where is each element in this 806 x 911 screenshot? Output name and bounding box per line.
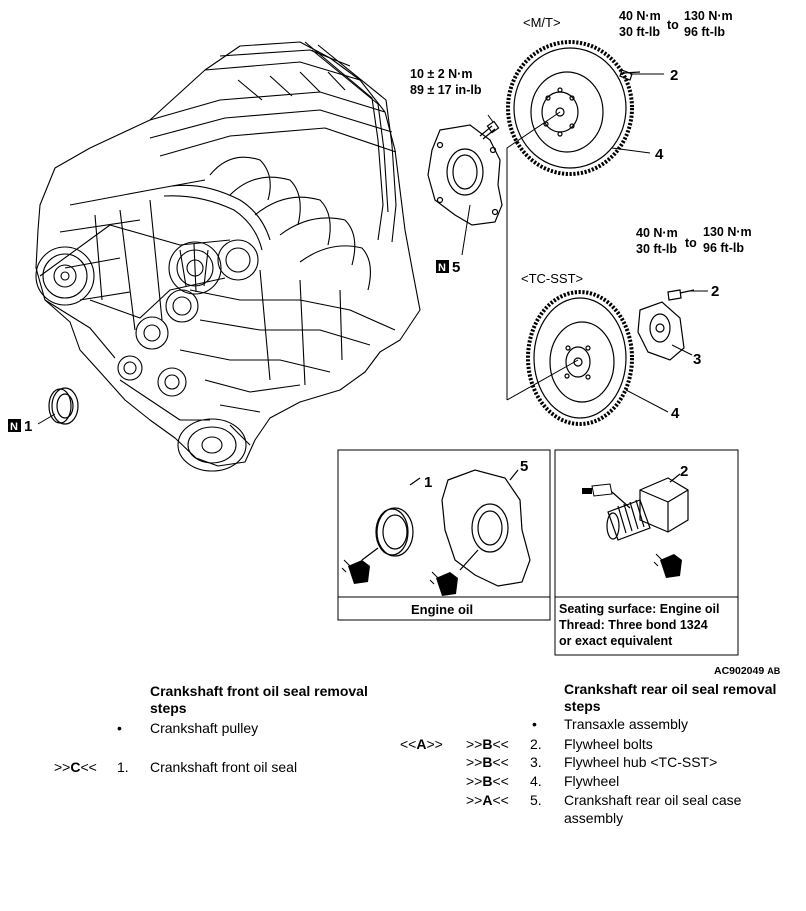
n-badge-1: N 1 xyxy=(8,418,32,435)
svg-text:130 N·m: 130 N·m xyxy=(684,9,733,23)
step-text: Crankshaft pulley xyxy=(150,720,259,736)
detail-box-sealant: 2 Seating surface: Engine oil Thread: Th… xyxy=(554,449,739,656)
torque-spec-mt: 40 N·m 30 ft-lb to 130 N·m 96 ft-lb xyxy=(619,9,733,39)
step-text: Flywheel bolts xyxy=(564,736,653,752)
oil-can-icon xyxy=(429,571,458,596)
front-steps-title-line1: Crankshaft front oil seal removal xyxy=(150,683,368,699)
rear-seal-case-drawing xyxy=(427,120,503,226)
svg-text:N: N xyxy=(10,421,18,433)
leader-lines xyxy=(37,73,708,425)
svg-text:10 ± 2 N·m: 10 ± 2 N·m xyxy=(410,67,472,81)
step-installation-ref: <<A>> xyxy=(400,736,443,752)
svg-text:30 ft-lb: 30 ft-lb xyxy=(619,25,660,39)
callout-tc-flywheel: 4 xyxy=(671,405,680,422)
step-text: Crankshaft rear oil seal case xyxy=(564,792,742,808)
svg-text:130 N·m: 130 N·m xyxy=(703,225,752,239)
step-number: 2. xyxy=(530,736,542,752)
step-bullet: • xyxy=(117,720,122,736)
front-steps-title-line2: steps xyxy=(150,700,187,716)
step-text: Flywheel xyxy=(564,773,620,789)
step-number: 1. xyxy=(117,759,129,775)
box1-callout-case: 5 xyxy=(520,458,528,475)
step-procedure-ref: >>A<< xyxy=(466,792,509,808)
box2-callout-bolt: 2 xyxy=(680,463,688,480)
step-text: Crankshaft front oil seal xyxy=(150,759,298,775)
box2-caption-line1: Seating surface: Engine oil xyxy=(559,602,719,616)
step-text-continued: assembly xyxy=(564,810,624,826)
step-procedure-ref: >>C<< xyxy=(54,759,97,775)
callout-mt-flywheel: 4 xyxy=(655,146,664,163)
step-text: Flywheel hub <TC-SST> xyxy=(564,754,718,770)
box2-caption-line3: or exact equivalent xyxy=(559,634,673,648)
svg-text:89 ± 17 in-lb: 89 ± 17 in-lb xyxy=(410,83,482,97)
callout-mt-bolt: 2 xyxy=(670,67,678,84)
tcsst-label: <TC-SST> xyxy=(521,271,583,286)
step-procedure-ref: >>B<< xyxy=(466,773,509,789)
engine-drawing xyxy=(35,41,421,472)
step-number: 3. xyxy=(530,754,542,770)
svg-text:96 ft-lb: 96 ft-lb xyxy=(703,241,744,255)
step-bullet: • xyxy=(532,716,537,732)
svg-text:to: to xyxy=(685,236,697,250)
sealant-tube-icon xyxy=(582,483,613,497)
svg-text:N: N xyxy=(438,262,446,274)
step-number: 4. xyxy=(530,773,542,789)
box2-caption-line2: Thread: Three bond 1324 xyxy=(559,618,708,632)
svg-text:96 ft-lb: 96 ft-lb xyxy=(684,25,725,39)
step-procedure-ref: >>B<< xyxy=(466,754,509,770)
svg-text:30 ft-lb: 30 ft-lb xyxy=(636,242,677,256)
step-procedure-ref: >>B<< xyxy=(466,736,509,752)
mt-flywheel-drawing xyxy=(506,40,641,176)
box1-caption: Engine oil xyxy=(411,602,473,617)
step-text: Transaxle assembly xyxy=(564,716,688,732)
svg-text:1: 1 xyxy=(24,418,32,435)
rear-steps-title-line1: Crankshaft rear oil seal removal xyxy=(564,681,777,697)
n-badge-5: N 5 xyxy=(436,259,460,276)
svg-text:to: to xyxy=(667,18,679,32)
tc-flywheel-drawing xyxy=(526,289,695,426)
torque-spec-tc: 40 N·m 30 ft-lb to 130 N·m 96 ft-lb xyxy=(636,225,752,256)
callout-tc-hub: 3 xyxy=(693,351,701,368)
front-oil-seal-drawing xyxy=(48,387,79,425)
torque-spec-case: 10 ± 2 N·m 89 ± 17 in-lb xyxy=(410,67,482,97)
svg-text:5: 5 xyxy=(452,259,460,276)
oil-can-icon xyxy=(653,553,682,578)
mt-label: <M/T> xyxy=(523,15,561,30)
step-number: 5. xyxy=(530,792,542,808)
oil-can-icon xyxy=(341,559,370,584)
detail-box-engine-oil: 1 5 Engine oil xyxy=(337,449,551,621)
svg-text:40 N·m: 40 N·m xyxy=(619,9,661,23)
callout-tc-bolt: 2 xyxy=(711,283,719,300)
rear-steps-title-line2: steps xyxy=(564,698,601,714)
svg-text:40 N·m: 40 N·m xyxy=(636,226,678,240)
box1-callout-seal: 1 xyxy=(424,474,432,491)
